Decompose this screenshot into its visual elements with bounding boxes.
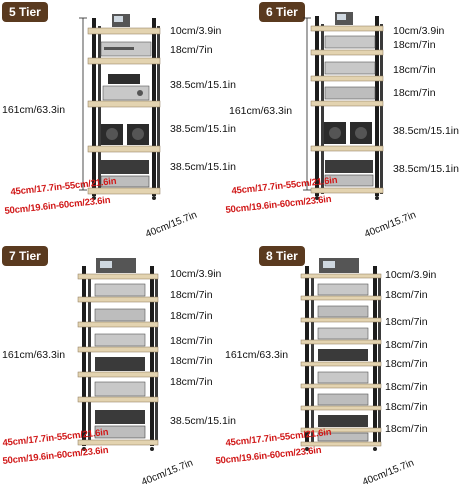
- spacing-label: 18cm/7in: [385, 339, 428, 351]
- tier-badge: 8 Tier: [259, 246, 305, 266]
- spacing-label: 18cm/7in: [170, 335, 213, 347]
- spacing-label: 18cm/7in: [170, 310, 213, 322]
- spacing-label: 18cm/7in: [385, 423, 428, 435]
- spacing-label: 18cm/7in: [170, 44, 213, 56]
- tier-badge: 5 Tier: [2, 2, 48, 22]
- rack-illustration: [303, 12, 384, 200]
- spacing-label: 18cm/7in: [385, 381, 428, 393]
- spacing-label: 18cm/7in: [393, 39, 436, 51]
- spacing-label: 18cm/7in: [385, 358, 428, 370]
- spacing-label: 38.5cm/15.1in: [170, 123, 236, 135]
- panel-8-tier: 8 Tier 161cm/63.3in 10cm/3.9in 18cm/7in …: [215, 244, 470, 488]
- spacing-label: 38.5cm/15.1in: [170, 161, 236, 173]
- spacing-label: 38.5cm/15.1in: [393, 163, 459, 175]
- spacing-label: 38.5cm/15.1in: [170, 415, 236, 427]
- spacing-label: 10cm/3.9in: [393, 25, 445, 37]
- panel-5-tier: 5 Tier 161cm/63.3in 10cm/3.9in 18cm/7in …: [0, 0, 236, 243]
- panel-6-tier: 6 Tier 161cm/63.3in 10cm/3.9in 18cm/7in …: [225, 0, 470, 243]
- height-label: 161cm/63.3in: [225, 349, 289, 361]
- tier-badge: 6 Tier: [259, 2, 305, 22]
- tier-badge: 7 Tier: [2, 246, 48, 266]
- spacing-label: 18cm/7in: [385, 316, 428, 328]
- rack-illustration: [77, 258, 159, 451]
- spacing-label: 18cm/7in: [170, 289, 213, 301]
- spacing-label: 38.5cm/15.1in: [170, 79, 236, 91]
- panel-7-tier: 7 Tier 161cm/63.3in 10cm/3.9in 18cm/7in …: [0, 244, 236, 488]
- height-label: 161cm/63.3in: [2, 104, 66, 116]
- spacing-label: 18cm/7in: [393, 64, 436, 76]
- rack-illustration: [79, 14, 161, 200]
- height-label: 161cm/63.3in: [2, 349, 66, 361]
- spacing-label: 18cm/7in: [385, 289, 428, 301]
- spacing-label: 18cm/7in: [170, 355, 213, 367]
- spacing-label: 18cm/7in: [170, 376, 213, 388]
- spacing-label: 38.5cm/15.1in: [393, 125, 459, 137]
- spacing-label: 10cm/3.9in: [385, 269, 437, 281]
- height-label: 161cm/63.3in: [229, 105, 293, 117]
- spacing-label: 10cm/3.9in: [170, 25, 222, 37]
- spacing-label: 18cm/7in: [393, 87, 436, 99]
- spacing-label: 18cm/7in: [385, 401, 428, 413]
- spacing-label: 10cm/3.9in: [170, 268, 222, 280]
- rack-illustration: [300, 258, 382, 451]
